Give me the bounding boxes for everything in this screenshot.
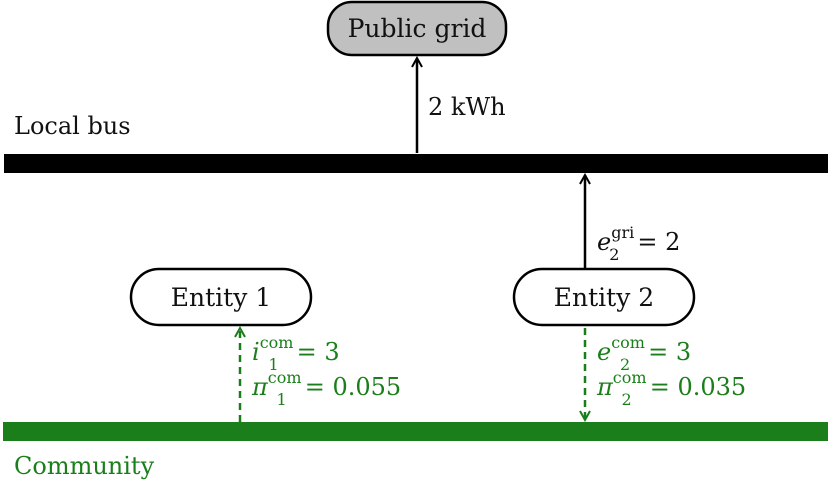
local-bus bbox=[4, 154, 828, 173]
local-bus-label: Local bus bbox=[14, 112, 131, 140]
entity-1-node: Entity 1 bbox=[129, 267, 313, 327]
entity-1-label: Entity 1 bbox=[171, 283, 271, 312]
entity-2-label: Entity 2 bbox=[554, 283, 654, 312]
public-grid-label: Public grid bbox=[348, 14, 487, 43]
community-bus bbox=[3, 422, 828, 441]
entity-2-node: Entity 2 bbox=[512, 267, 696, 327]
grid-export-label: 2 kWh bbox=[428, 93, 506, 121]
public-grid-node: Public grid bbox=[326, 0, 508, 57]
community-label: Community bbox=[14, 452, 155, 480]
